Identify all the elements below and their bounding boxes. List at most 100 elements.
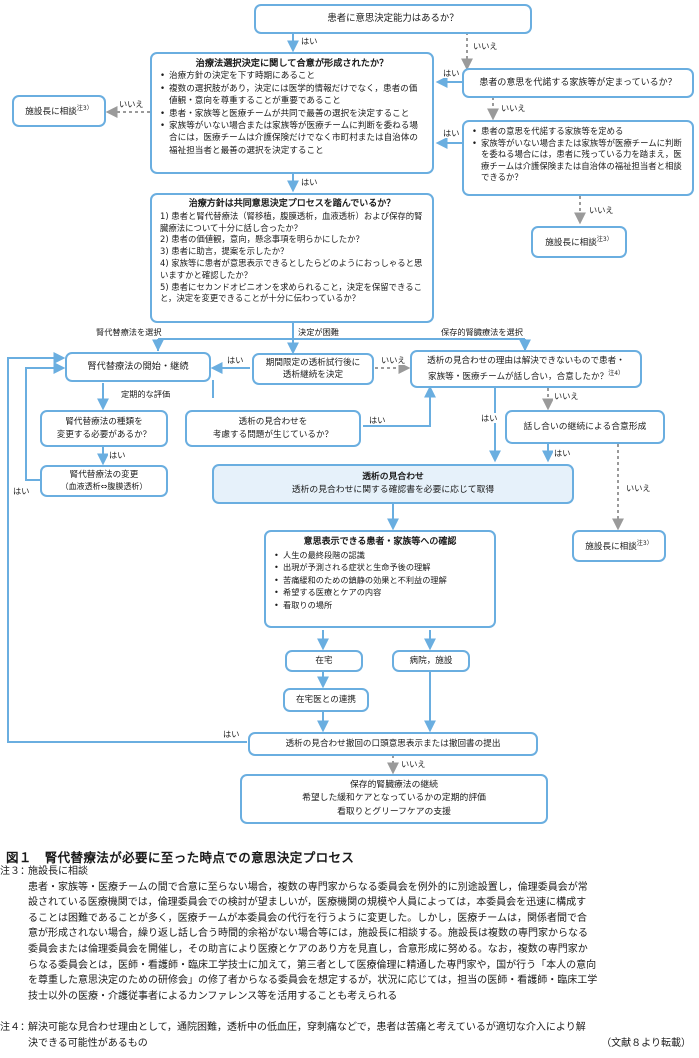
edge-label-no: いいえ	[380, 355, 407, 365]
note4-line: 解決可能な見合わせ理由として，通院困難，透析中の低血圧，穿刺痛などで，患者は苦痛…	[28, 1022, 586, 1033]
edge-label-yes: はい	[12, 486, 31, 496]
conservative-care: 保存的腎臓療法の継続 希望した緩和ケアとなっているかの定期的評価 看取りとグリー…	[240, 774, 548, 824]
figure-source: （文献８より転載）	[601, 1037, 691, 1049]
edge-label-no: いいえ	[472, 41, 499, 51]
withdrawal-statement: 透析の見合わせ撤回の口頭意思表示または撤回書の提出	[248, 732, 538, 756]
edge-label-no: いいえ	[500, 103, 527, 113]
place-hospital: 病院，施設	[392, 650, 470, 672]
note4-mark: 注4）	[608, 369, 625, 377]
confirm-title: 意思表示できる患者・家族等への確認	[303, 537, 457, 547]
home-doctor-cooperation: 在宅医との連携	[283, 688, 369, 712]
note4-label: 注４：	[0, 1022, 30, 1033]
note3-heading: 施設長に相談	[28, 866, 88, 877]
shared-decision-item: 2) 患者の価値観，意向，懸念事項を明らかにしたか？	[160, 234, 364, 245]
rrt-change-line2: （血液透析⇔腹膜透析）	[60, 482, 148, 491]
withdrawal-text: 透析の見合わせ撤回の口頭意思表示または撤回書の提出	[285, 738, 501, 749]
edge-label-no: いいえ	[588, 205, 615, 215]
conservative-line3: 看取りとグリーフケアの支援	[337, 806, 451, 817]
shared-decision-title: 治療方針は共同意思決定プロセスを踏んでいるか？	[188, 199, 396, 209]
reconsider-line2: 考慮する問題が生じているか？	[212, 429, 334, 440]
place-hospital-text: 病院，施設	[409, 655, 453, 666]
capacity-question: 患者に意思決定能力はあるか？	[254, 4, 532, 34]
confirm-bullet: 看取りの場所	[274, 599, 486, 612]
place-home: 在宅	[285, 650, 363, 672]
note3-line: 意が形成されない場合，繰り返し話し合う時間的余裕がない場合等には，施設長に相談す…	[28, 928, 588, 940]
note3-label: 注３：	[0, 866, 30, 877]
proxy-question: 患者の意思を代諾する家族等が定まっているか？	[462, 68, 694, 98]
flowchart-arrows	[7, 32, 624, 775]
note3-mark: 注3）	[596, 236, 613, 244]
note3-line: を尊重した意思決定のための研修会」の修了者からなる委員会を想定するが，状況に応じ…	[28, 975, 598, 987]
proxy-question-text: 患者の意思を代諾する家族等が定まっているか？	[479, 77, 677, 88]
note3-mark: 注3）	[636, 540, 653, 548]
figure-caption: 図１ 腎代替療法が必要に至った時点での意思決定プロセス	[6, 850, 355, 865]
proxy-action-bullet: 家族等がいない場合または家族等が医療チームに判断を委ねる場合には，患者に残ってい…	[472, 138, 684, 184]
conservative-line1: 保存的腎臓療法の継続	[350, 779, 438, 790]
consult-director-right-text: 施設長に相談	[585, 542, 637, 553]
withholding-title: 透析の見合わせ	[362, 472, 424, 482]
capacity-question-text: 患者に意思決定能力はあるか？	[327, 12, 459, 24]
edge-label-yes: はい	[226, 355, 245, 365]
edge-label-yes: はい	[108, 450, 127, 460]
confirm-bullet: 希望する医療とケアの内容	[274, 586, 486, 599]
edge-label-yes: はい	[300, 177, 319, 187]
rrt-change: 腎代替療法の変更 （血液透析⇔腹膜透析）	[40, 465, 168, 497]
unsolvable-question: 透析の見合わせの理由は解決できないもので患者・ 家族等・医療チームが話し合い，合…	[410, 350, 642, 388]
trial-dialysis: 期間限定の透析試行後に 透析継続を決定	[252, 353, 374, 385]
confirm-bullet: 人生の最終段階の認識	[274, 549, 486, 562]
change-type-line2: 変更する必要があるか？	[56, 429, 152, 440]
consult-director-left-text: 施設長に相談	[25, 107, 77, 118]
withholding: 透析の見合わせ 透析の見合わせに関する確認書を必要に応じて取得	[212, 464, 574, 504]
conservative-line2: 希望した緩和ケアとなっているかの定期的評価	[302, 793, 486, 804]
edge-label-yes: はい	[368, 415, 387, 425]
note3-line: 委員会または倫理委員会を開催し，その助言により医療とケアのあり方を見直し，合意形…	[28, 944, 588, 955]
rrt-start-text: 腎代替療法の開始・継続	[87, 360, 189, 372]
change-type-question: 腎代替療法の種類を 変更する必要があるか？	[40, 410, 168, 447]
note4-line: 決できる可能性があるもの	[28, 1037, 148, 1049]
note3-line: 設されている医療機関では，倫理委員会での検討が望ましいが，医療機関の規模や人員に…	[28, 897, 587, 909]
home-doctor-text: 在宅医との連携	[295, 694, 357, 705]
shared-decision-question: 治療方針は共同意思決定プロセスを踏んでいるか？ 1) 患者と腎代替療法（腎移植，…	[150, 193, 434, 323]
edge-label-choose-conservative: 保存的腎臓療法を選択	[440, 327, 524, 337]
edge-label-yes: はい	[553, 448, 572, 458]
trial-dialysis-line1: 期間限定の透析試行後に	[265, 357, 361, 368]
proxy-action: 患者の意思を代諾する家族等を定める 家族等がいない場合または家族等が医療チームに…	[462, 120, 694, 196]
consensus-question: 治療法選択決定に関して合意が形成されたか？ 治療方針の決定を下す時期にあること …	[150, 52, 434, 174]
note-3: 注３： 施設長に相談 患者・家族等・医療チームの間で合意に至らない場合，複数の専…	[0, 864, 699, 1024]
consult-director-proxy: 施設長に相談注3）	[531, 226, 627, 258]
confirm-patient-family: 意思表示できる患者・家族等への確認 人生の最終段階の認識 出現が予測される症状と…	[264, 530, 496, 628]
place-home-text: 在宅	[315, 655, 333, 666]
edge-label-no: いいえ	[553, 391, 580, 401]
reconsider-line1: 透析の見合わせを	[238, 417, 308, 428]
rrt-start: 腎代替療法の開始・継続	[65, 352, 211, 382]
rrt-change-line1: 腎代替療法の変更	[69, 469, 139, 480]
edge-label-yes: はい	[480, 413, 499, 423]
note3-line: らなる委員会とは，医師・看護師・臨床工学技士に加えて，第三者として医療倫理に精通…	[28, 959, 597, 971]
edge-label-yes: はい	[442, 128, 461, 138]
consult-director-proxy-text: 施設長に相談	[545, 238, 597, 249]
continue-discussion: 話し合いの継続による合意形成	[505, 410, 665, 444]
branch-line	[157, 323, 526, 351]
edge-label-yes: はい	[222, 729, 241, 739]
consensus-title: 治療法選択決定に関して合意が形成されたか？	[195, 58, 389, 69]
shared-decision-item: 4) 家族等に患者が意思表示できるとしたらどのようにおっしゃると思いますかと確認…	[160, 257, 423, 280]
note3-line: 患者・家族等・医療チームの間で合意に至らない場合，複数の専門家からなる委員会を例…	[28, 881, 588, 893]
edge-label-no: いいえ	[625, 483, 652, 493]
edge-label-no: いいえ	[400, 759, 427, 769]
shared-decision-item: 3) 患者に助言，提案を示したか？	[160, 246, 289, 257]
change-type-line1: 腎代替療法の種類を	[65, 417, 143, 428]
consult-director-left: 施設長に相談注3）	[12, 95, 106, 127]
edge-label-yes: はい	[442, 68, 461, 78]
consensus-bullet: 複数の選択肢があり，決定には医学的情報だけでなく，患者の価値観・意向を尊重するこ…	[160, 83, 424, 108]
consensus-bullet: 治療方針の決定を下す時期にあること	[160, 70, 424, 83]
edge-label-yes: はい	[300, 36, 319, 46]
consensus-bullet: 家族等がいない場合または家族等が医療チームに判断を委ねる場合には，医療チームは介…	[160, 120, 424, 157]
edge-label-no: いいえ	[118, 99, 145, 109]
note-4: 注４： 解決可能な見合わせ理由として，通院困難，透析中の低血圧，穿刺痛などで，患…	[0, 1020, 699, 1056]
confirm-bullet: 出現が予測される症状と生命予後の理解	[274, 561, 486, 574]
consult-director-right: 施設長に相談注3）	[572, 530, 666, 562]
shared-decision-item: 5) 患者にセカンドオピニオンを求められること，決定を保留できること，決定を変更…	[160, 281, 423, 304]
note3-line: ることは困難であることが多く，医療チームが本委員会の代行を行うように変更した。し…	[28, 912, 587, 924]
unsolvable-line2: 家族等・医療チームが話し合い，合意したか？	[427, 371, 609, 382]
